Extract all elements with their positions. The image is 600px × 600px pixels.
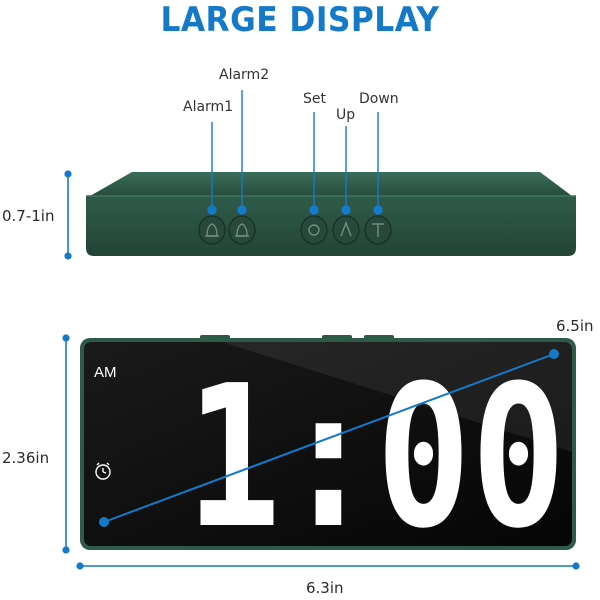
alarm2-button[interactable] bbox=[228, 215, 256, 245]
meridiem-indicator: AM bbox=[94, 364, 117, 381]
diagonal-label: 6.5in bbox=[556, 317, 594, 335]
down-button[interactable] bbox=[364, 215, 392, 245]
down-label: Down bbox=[359, 91, 399, 107]
alarm2-label: Alarm2 bbox=[219, 67, 270, 83]
display-height-dimension-line bbox=[62, 334, 70, 554]
time-display: 1:00 bbox=[186, 344, 566, 572]
bell-icon bbox=[235, 223, 249, 237]
diagonal-dimension-line bbox=[99, 349, 559, 527]
time-digits: 1:00 bbox=[186, 344, 566, 572]
down-arrow-icon bbox=[372, 223, 384, 237]
set-button[interactable] bbox=[300, 215, 328, 245]
sun-icon bbox=[308, 224, 320, 236]
height-dimension-line bbox=[64, 170, 72, 260]
alarm1-label: Alarm1 bbox=[183, 99, 234, 115]
up-button[interactable] bbox=[332, 215, 360, 245]
up-label: Up bbox=[336, 107, 356, 123]
display-height-label: 2.36in bbox=[2, 449, 50, 467]
set-label: Set bbox=[303, 91, 326, 107]
headline: LARGE DISPLAY bbox=[160, 0, 440, 40]
alarm-clock-icon bbox=[205, 223, 219, 237]
width-label: 6.3in bbox=[306, 579, 344, 597]
clock-side-view bbox=[86, 172, 576, 256]
button-callouts bbox=[207, 90, 383, 215]
alarm1-button[interactable] bbox=[198, 215, 226, 245]
width-dimension-line bbox=[76, 562, 580, 570]
alarm-indicator-icon bbox=[95, 462, 111, 480]
height-label: 0.7-1in bbox=[2, 207, 55, 225]
up-arrow-icon bbox=[340, 221, 352, 237]
